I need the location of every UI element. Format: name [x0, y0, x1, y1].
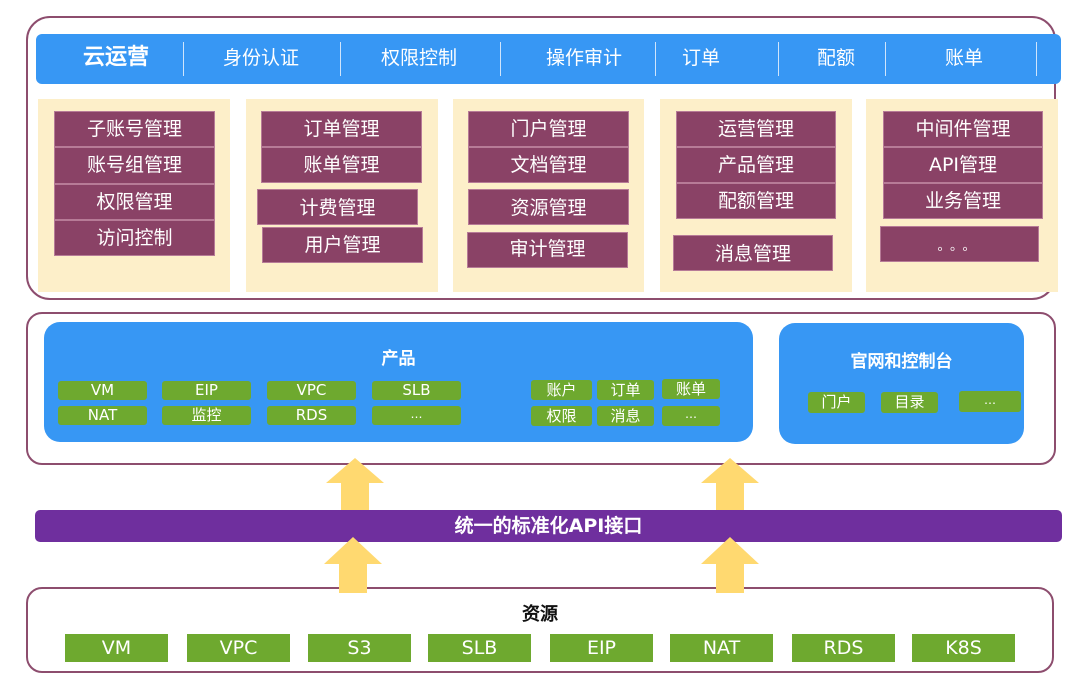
module-column-account: 子账号管理 账号组管理 权限管理 访问控制 — [38, 99, 230, 292]
module-permission-management[interactable]: 权限管理 — [54, 184, 215, 220]
tab-permission-control[interactable]: 权限控制 — [380, 47, 457, 69]
console-catalog[interactable]: 目录 — [881, 392, 938, 413]
product-vm[interactable]: VM — [58, 381, 147, 400]
resource-s3[interactable]: S3 — [308, 634, 411, 662]
divider — [885, 42, 886, 76]
module-resource-management[interactable]: 资源管理 — [468, 189, 629, 225]
resource-vm[interactable]: VM — [65, 634, 168, 662]
module-column-portal: 门户管理 文档管理 资源管理 审计管理 — [453, 99, 644, 292]
arrow-up-icon — [326, 458, 384, 514]
module-audit-management[interactable]: 审计管理 — [467, 232, 628, 268]
divider — [183, 42, 184, 76]
cloud-operations-header: 云运营 身份认证 权限控制 操作审计 订单 配额 账单 — [36, 34, 1061, 84]
resources-title: 资源 — [522, 604, 558, 625]
tab-quota[interactable]: 配额 — [816, 47, 855, 69]
module-user-management[interactable]: 用户管理 — [262, 227, 423, 263]
product-monitoring[interactable]: 监控 — [162, 406, 251, 425]
module-access-control[interactable]: 访问控制 — [54, 220, 215, 256]
module-product-management[interactable]: 产品管理 — [676, 147, 836, 183]
module-account-group-management[interactable]: 账号组管理 — [54, 147, 215, 184]
product-permission[interactable]: 权限 — [531, 406, 592, 426]
module-quota-management[interactable]: 配额管理 — [676, 183, 836, 219]
product-eip[interactable]: EIP — [162, 381, 251, 400]
resource-eip[interactable]: EIP — [550, 634, 653, 662]
product-rds[interactable]: RDS — [267, 406, 356, 425]
module-charging-management[interactable]: 计费管理 — [257, 189, 418, 225]
console-title: 官网和控制台 — [850, 352, 953, 372]
product-more[interactable]: … — [372, 406, 461, 425]
resource-rds[interactable]: RDS — [792, 634, 895, 662]
module-order-management[interactable]: 订单管理 — [261, 111, 422, 147]
divider — [655, 42, 656, 76]
module-api-management[interactable]: API管理 — [883, 147, 1043, 183]
tab-cloud-operations[interactable]: 云运营 — [82, 45, 149, 70]
console-portal[interactable]: 门户 — [808, 392, 865, 413]
arrow-up-icon — [324, 537, 382, 593]
divider — [500, 42, 501, 76]
module-message-management[interactable]: 消息管理 — [673, 235, 833, 271]
resource-vpc[interactable]: VPC — [187, 634, 290, 662]
module-document-management[interactable]: 文档管理 — [468, 147, 629, 183]
module-column-operations: 运营管理 产品管理 配额管理 消息管理 — [660, 99, 852, 292]
resource-nat[interactable]: NAT — [670, 634, 773, 662]
module-more[interactable]: 。。。 — [880, 226, 1039, 262]
tab-billing[interactable]: 账单 — [944, 47, 983, 69]
divider — [340, 42, 341, 76]
products-title: 产品 — [381, 349, 416, 369]
product-order[interactable]: 订单 — [597, 380, 654, 400]
module-column-billing: 订单管理 账单管理 计费管理 用户管理 — [246, 99, 438, 292]
module-sub-account-management[interactable]: 子账号管理 — [54, 111, 215, 147]
unified-api-bar: 统一的标准化API接口 — [35, 510, 1062, 542]
module-business-management[interactable]: 业务管理 — [883, 183, 1043, 219]
product-vpc[interactable]: VPC — [267, 381, 356, 400]
product-slb[interactable]: SLB — [372, 381, 461, 400]
product-nat[interactable]: NAT — [58, 406, 147, 425]
arrow-up-icon — [701, 537, 759, 593]
tab-orders[interactable]: 订单 — [681, 47, 720, 69]
module-operations-management[interactable]: 运营管理 — [676, 111, 836, 147]
divider — [778, 42, 779, 76]
console-more[interactable]: … — [959, 391, 1021, 412]
product-more-right[interactable]: … — [662, 406, 720, 426]
module-bill-management[interactable]: 账单管理 — [261, 147, 422, 183]
module-column-middleware: 中间件管理 API管理 业务管理 。。。 — [866, 99, 1058, 292]
product-message[interactable]: 消息 — [597, 406, 654, 426]
product-bill[interactable]: 账单 — [662, 379, 720, 399]
tab-identity-auth[interactable]: 身份认证 — [222, 47, 299, 69]
arrow-up-icon — [701, 458, 759, 514]
resource-k8s[interactable]: K8S — [912, 634, 1015, 662]
module-portal-management[interactable]: 门户管理 — [468, 111, 629, 147]
products-panel: 产品 VM EIP VPC SLB NAT 监控 RDS … 账户 订单 账单 … — [44, 322, 753, 442]
resource-slb[interactable]: SLB — [428, 634, 531, 662]
console-panel: 官网和控制台 门户 目录 … — [779, 323, 1024, 444]
product-account[interactable]: 账户 — [531, 380, 592, 400]
tab-operation-audit[interactable]: 操作审计 — [545, 47, 622, 69]
module-middleware-management[interactable]: 中间件管理 — [883, 111, 1043, 147]
divider — [1036, 42, 1037, 76]
